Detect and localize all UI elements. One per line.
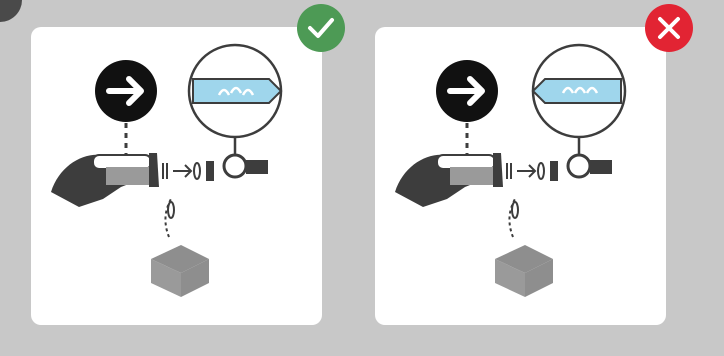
direction-arrow-icon [95, 60, 157, 122]
package-box-icon [495, 198, 553, 297]
checkmark-icon [296, 3, 346, 53]
hand-tool-icon [51, 153, 268, 207]
x-mark-icon [644, 3, 694, 53]
magnifier-flow-icon [531, 43, 627, 155]
direction-arrow-icon [436, 60, 498, 122]
package-box-icon [151, 198, 209, 297]
panel-correct [31, 27, 322, 325]
panel-incorrect [375, 27, 666, 325]
corner-badge [0, 0, 22, 22]
diagram-correct [51, 43, 283, 297]
magnifier-flow-icon [187, 43, 283, 155]
diagram-incorrect [395, 43, 627, 297]
hand-tool-icon [395, 153, 612, 207]
